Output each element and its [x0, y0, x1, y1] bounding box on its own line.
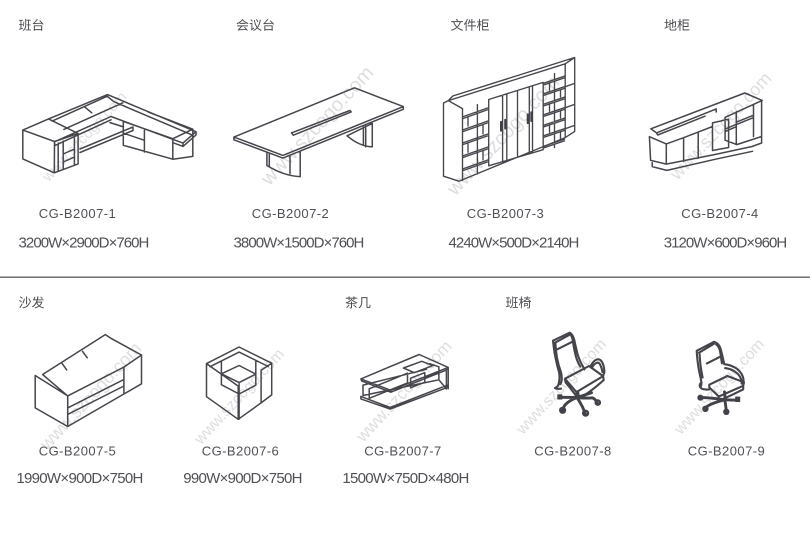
- svg-text:CG-B2007-2: CG-B2007-2: [252, 206, 329, 221]
- svg-text:CG-B2007-1: CG-B2007-1: [39, 206, 116, 221]
- svg-text:CG-B2007-9: CG-B2007-9: [688, 443, 765, 458]
- svg-text:3800W×1500D×760H: 3800W×1500D×760H: [234, 235, 364, 252]
- svg-text:CG-B2007-6: CG-B2007-6: [202, 443, 279, 458]
- svg-text:www.szcogo.com: www.szcogo.com: [352, 337, 456, 447]
- svg-text:3120W×600D×960H: 3120W×600D×960H: [664, 235, 787, 252]
- svg-text:CG-B2007-7: CG-B2007-7: [364, 443, 441, 458]
- svg-text:3200W×2900D×760H: 3200W×2900D×760H: [19, 235, 149, 252]
- svg-text:CG-B2007-5: CG-B2007-5: [39, 443, 116, 458]
- svg-text:CG-B2007-4: CG-B2007-4: [681, 206, 758, 221]
- svg-text:CG-B2007-8: CG-B2007-8: [534, 443, 611, 458]
- svg-text:CG-B2007-3: CG-B2007-3: [467, 206, 544, 221]
- svg-text:1990W×900D×750H: 1990W×900D×750H: [16, 470, 142, 487]
- svg-text:4240W×500D×2140H: 4240W×500D×2140H: [449, 235, 579, 252]
- svg-text:1500W×750D×480H: 1500W×750D×480H: [342, 470, 468, 487]
- svg-text:990W×900D×750H: 990W×900D×750H: [183, 470, 302, 487]
